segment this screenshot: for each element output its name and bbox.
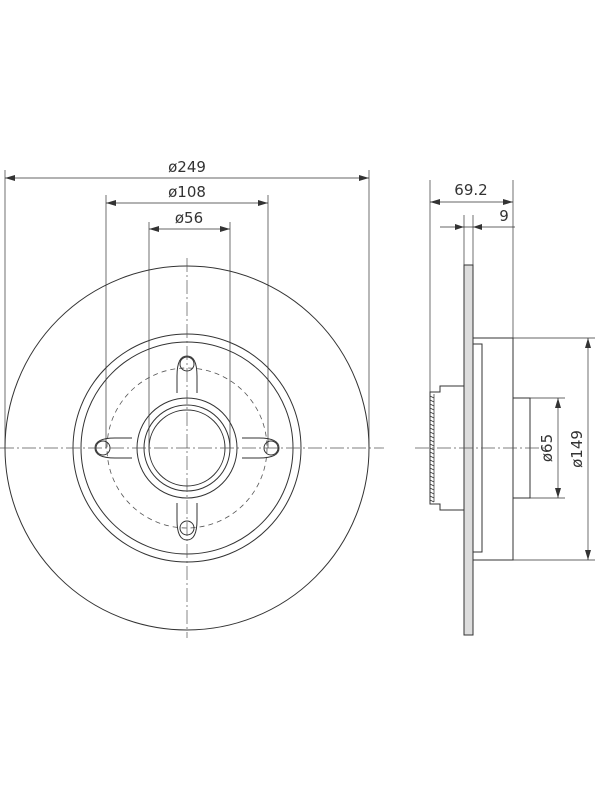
- abs-tooth: [429, 479, 435, 483]
- abs-tooth: [429, 423, 435, 427]
- abs-tooth: [429, 455, 435, 459]
- hub-inner-diameter-label: ø65: [538, 434, 556, 462]
- abs-tooth: [429, 463, 435, 467]
- abs-tooth: [429, 451, 435, 455]
- abs-tooth: [429, 491, 435, 495]
- abs-tooth: [429, 431, 435, 435]
- abs-tooth: [429, 435, 435, 439]
- abs-tooth: [429, 459, 435, 463]
- abs-tooth: [429, 487, 435, 491]
- abs-tooth: [429, 403, 435, 407]
- abs-tooth: [429, 407, 435, 411]
- overall-height-label: 69.2: [454, 181, 487, 199]
- abs-tooth: [429, 447, 435, 451]
- front-view: [0, 258, 384, 638]
- abs-ring-teeth: [429, 395, 435, 503]
- front-view-dimensions: ø249 ø108 ø56: [4, 158, 370, 448]
- abs-tooth: [429, 411, 435, 415]
- abs-tooth: [429, 467, 435, 471]
- abs-tooth: [429, 419, 435, 423]
- side-view: [415, 264, 545, 636]
- center-bore-label: ø56: [175, 209, 203, 227]
- disc-thickness-label: 9: [499, 207, 509, 225]
- disc-diameter-label: ø249: [168, 158, 206, 176]
- abs-tooth: [429, 471, 435, 475]
- hub-outer-diameter-label: ø149: [568, 430, 586, 468]
- abs-tooth: [429, 495, 435, 499]
- abs-tooth: [429, 483, 435, 487]
- side-view-dimensions: 69.2 9 ø65 ø149: [429, 180, 595, 561]
- disc-plate-section: [463, 264, 474, 636]
- abs-tooth: [429, 475, 435, 479]
- hub-hat-section: [473, 337, 514, 561]
- abs-tooth: [429, 443, 435, 447]
- abs-tooth: [429, 399, 435, 403]
- abs-tooth: [429, 395, 435, 399]
- abs-tooth: [429, 439, 435, 443]
- abs-tooth: [429, 415, 435, 419]
- bolt-circle-label: ø108: [168, 183, 206, 201]
- abs-tooth: [429, 499, 435, 503]
- abs-tooth: [429, 427, 435, 431]
